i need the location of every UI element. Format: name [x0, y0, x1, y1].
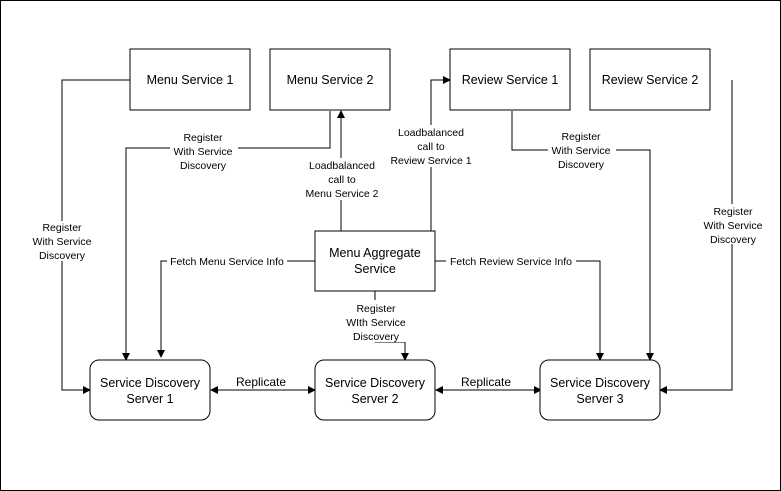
label-line: Register [713, 206, 753, 218]
label-line: Loadbalanced [309, 160, 375, 172]
label-lb-menu2: Loadbalanced call to Menu Service 2 [301, 158, 383, 200]
label-line: WIth Service [346, 317, 406, 329]
node-label: Menu Aggregate [329, 246, 421, 260]
node-review-service-1: Review Service 1 [449, 48, 571, 111]
node-label: Server 1 [126, 392, 173, 406]
node-label: Service Discovery [100, 376, 201, 390]
node-label: Service [354, 262, 396, 276]
label-line: Fetch Review Service Info [450, 256, 572, 268]
node-label: Menu Service 2 [287, 73, 374, 87]
node-review-service-2: Review Service 2 [589, 48, 711, 111]
label-line: With Service [33, 236, 92, 248]
label-line: Loadbalanced [398, 127, 464, 139]
label-line: Review Service 1 [390, 155, 471, 167]
label-lb-review1: Loadbalanced call to Review Service 1 [386, 125, 478, 167]
label-line: With Service [174, 146, 233, 158]
label-line: Discovery [353, 331, 400, 343]
node-label: Server 2 [351, 392, 398, 406]
label-line: Fetch Menu Service Info [170, 256, 284, 268]
edge-agg-to-rs1 [430, 76, 451, 231]
label-fetch-review: Fetch Review Service Info [446, 254, 576, 268]
label-line: Menu Service 2 [306, 188, 379, 200]
label-fetch-menu: Fetch Menu Service Info [167, 254, 287, 268]
node-menu-service-2: Menu Service 2 [269, 48, 391, 111]
label-line: Discovery [180, 160, 227, 172]
node-label: Review Service 2 [602, 73, 699, 87]
label-line: Register [356, 303, 396, 315]
label-line: Discovery [39, 250, 86, 262]
label-line: Discovery [710, 234, 757, 246]
label-replicate-1-2: Replicate [236, 375, 286, 389]
node-label: Review Service 1 [462, 73, 559, 87]
label-line: call to [328, 174, 356, 186]
node-label: Service Discovery [325, 376, 426, 390]
label-line: call to [417, 141, 445, 153]
label-line: Register [183, 132, 223, 144]
node-label: Service Discovery [550, 376, 651, 390]
edge-rs2-to-sd3 [659, 80, 733, 394]
node-label: Menu Service 1 [147, 73, 234, 87]
node-label: Server 3 [576, 392, 623, 406]
label-line: With Service [552, 145, 611, 157]
label-line: Discovery [558, 159, 605, 171]
node-menu-service-1: Menu Service 1 [129, 48, 251, 111]
label-line: With Service [704, 220, 763, 232]
label-replicate-2-3: Replicate [461, 375, 511, 389]
label-line: Register [42, 222, 82, 234]
label-line: Register [561, 131, 601, 143]
